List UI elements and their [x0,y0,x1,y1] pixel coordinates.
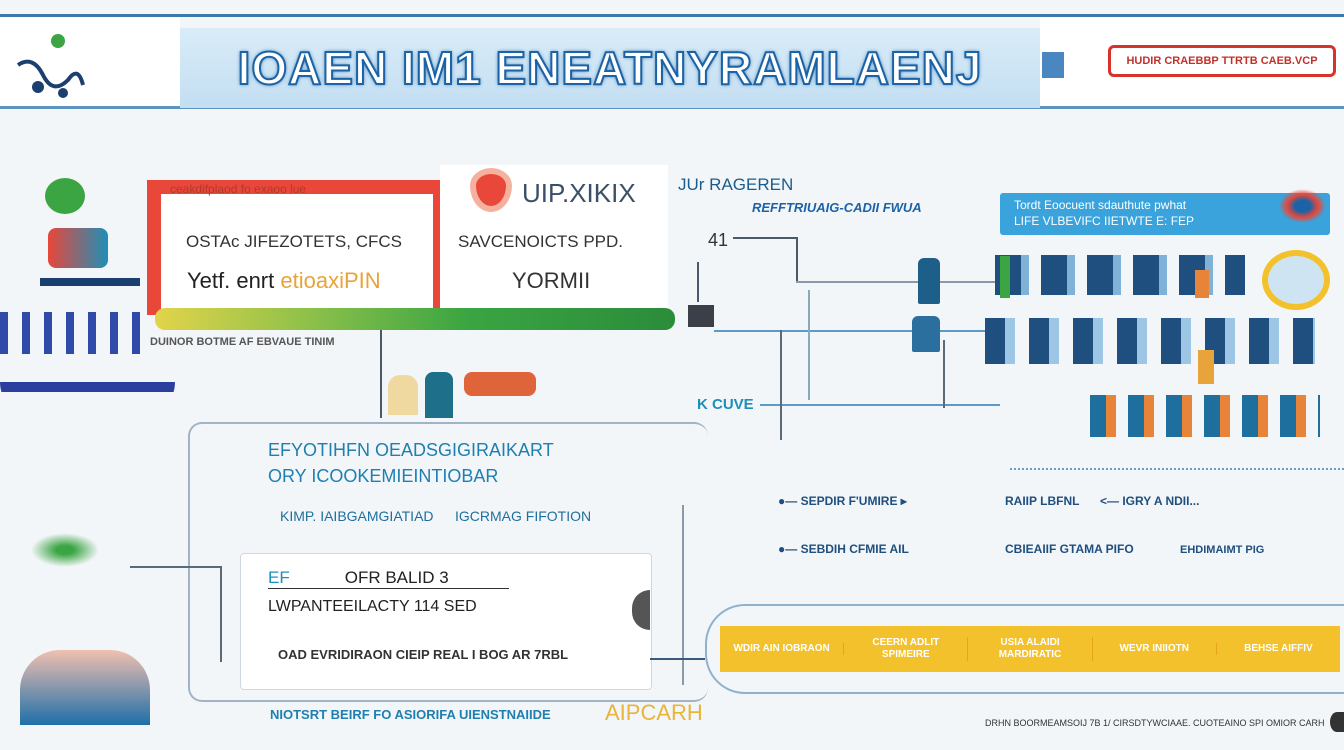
people-row-icon [1090,395,1320,437]
footer-accent: AIPCARH [605,700,703,725]
person-icon [918,258,940,304]
skyline-icon [40,278,140,286]
panel-heading2: ORY ICOOKEMIEINTIOBAR [268,466,499,486]
columns-icon [0,312,140,354]
header-top-rule [0,14,1344,17]
plant-icon [45,178,85,214]
brand-name: UIP.XIKIX [522,178,636,208]
summary-line1-left: OSTAc JIFEZOTETS, CFCS [186,232,402,251]
connector-line [697,262,699,302]
diagram-title: JUr RAGEREN [678,175,794,194]
connector-line [682,505,684,685]
logo-area [0,17,180,106]
card-tag: EF [268,568,290,587]
people-row-icon [985,318,1315,364]
summary-line2-right: YORMII [512,268,591,293]
diagram-subtitle: REFFTRIUAIG-CADII FWUA [752,200,922,215]
connector-line [650,658,705,660]
connector-line [714,330,994,332]
progress-gradient-bar [155,308,675,330]
team-icon [1275,186,1330,226]
flow-r2-c1: SEBDIH CFMIE AIL [800,542,909,556]
corner-icon [1330,712,1344,732]
connector-line [808,290,810,400]
person-icon [1195,270,1209,298]
connector-line [733,237,797,239]
banner-line1: Tordt Eoocuent sdauthute pwhat [1014,198,1187,212]
flow-r1-c1: SEPDIR F'UMIRE [800,494,898,508]
flow-dot-icon: ●— [778,494,798,508]
flow-dot-icon: ●— [778,542,798,556]
yellow-cell: WEVR INIIOTN [1093,643,1217,655]
header-action-button[interactable]: HUDIR CRAEBBP TTRTB CAEB.VCP [1108,45,1336,77]
yellow-panel-frame [705,604,1344,694]
people-group-icon [48,228,108,268]
card-title: OFR BALID 3 [344,568,449,587]
workers-icon [5,520,125,580]
connector-line [130,566,220,568]
summary-highlight: etioaxiPIN [280,268,381,293]
person-icon [1000,256,1010,298]
node-number: 41 [708,230,729,250]
bridge-icon [0,382,175,418]
person-icon [1198,350,1214,384]
frame-caption: ceakdifplaod fo exaoo lue [170,182,307,196]
vehicle-icon [20,650,150,725]
person-icon [388,375,418,415]
yellow-cell: BEHSE AIFFIV [1244,643,1313,654]
node-box [688,305,714,327]
connector-line [796,237,798,282]
flow-r2-c3: EHDIMAIMT PIG [1180,544,1265,556]
connector-line [943,340,945,408]
person-icon [425,372,453,418]
detail-card [240,553,652,690]
yellow-info-bar: WDIR AIN IOBRAON CEERN ADLIT SPIMEIRE US… [720,626,1340,672]
connector-line [796,281,996,283]
footer-right: DRHN BOORMEAMSOIJ 7B 1/ CIRSDTYWCIAAE. C… [985,718,1325,728]
dotted-divider [1010,468,1344,470]
yellow-cell: USIA ALAIDI MARDIRATIC [968,637,1093,661]
panel-tag1[interactable]: KIMP. IAIBGAMGIATIAD [280,508,434,524]
panel-tag2[interactable]: IGCRMAG FIFOTION [455,508,592,524]
summary-line1-right: SAVCENOICTS PPD. [458,232,623,251]
page-title: IOAEN IM1 ENEATNYRAMLAENJ [237,41,983,95]
footer-left: NIOTSRT BEIRF FO ASIORIFA UIENSTNAIIDE [270,707,551,722]
flow-r1-c3: IGRY A NDII... [1122,494,1200,508]
bar-caption: DUINOR BOTME AF EBVAUE TINIM [150,336,335,348]
connector-line [220,566,222,662]
connector-line [780,330,782,440]
arrow-left-icon: <— [1100,494,1123,508]
yellow-cell: WDIR AIN IOBRAON [720,643,845,655]
card-line3: OAD EVRIDIRAON CIEIP REAL I BOG AR 7RBL [278,647,569,662]
logo-figure-icon [16,34,85,98]
yellow-cell: CEERN ADLIT SPIMEIRE [844,637,969,661]
badge-icon [1262,250,1330,310]
brand-logo-icon [470,168,512,212]
flow-r2-c2: CBIEAIIF GTAMA PIFO [1005,542,1134,556]
panel-heading1: EFYOTIHFN OEADSGIGIRAIKART [268,440,554,460]
process-panel [188,422,708,702]
connector-line [760,404,1000,406]
person-icon [464,372,536,396]
card-tab-icon [632,590,650,630]
connector-line [380,330,382,418]
summary-frame [147,180,445,315]
flag-icon [1042,52,1064,78]
summary-line2-left: Yetf. enrt [187,268,275,293]
person-icon [912,316,940,352]
card-line2: LWPANTEEILACTY 114 SED [268,598,477,615]
page-title-banner: IOAEN IM1 ENEATNYRAMLAENJ [180,28,1040,108]
flow-r1-c2: RAIIP LBFNL [1005,494,1080,508]
node-label: K CUVE [697,396,754,413]
banner-line2: LIFE VLBEVIFC IIETWTE E: FEP [1014,214,1195,228]
